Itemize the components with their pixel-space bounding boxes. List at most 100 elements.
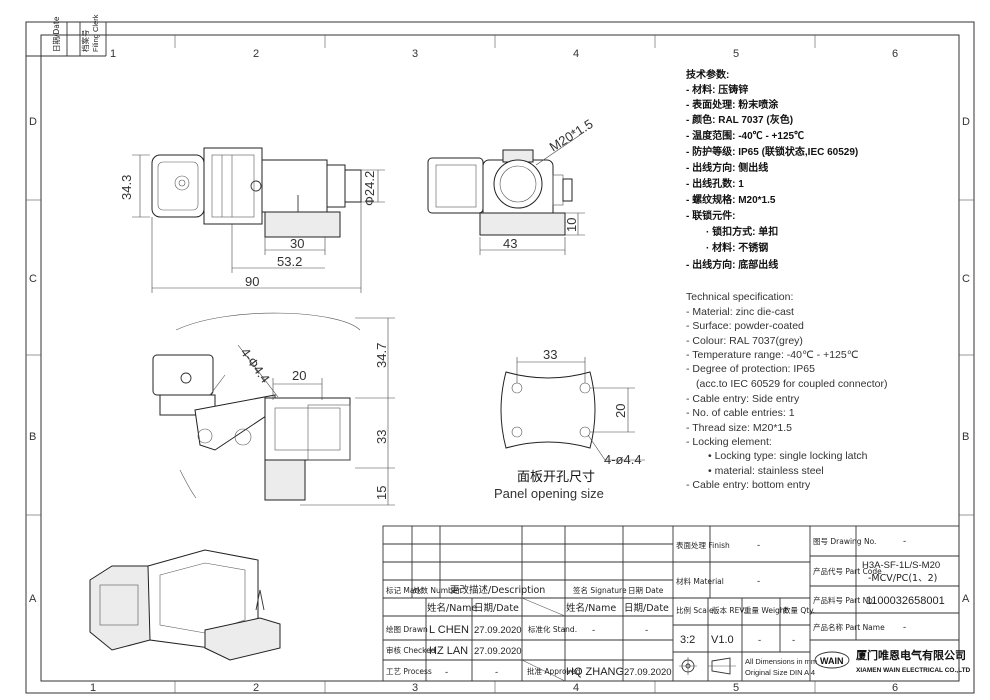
tb-mark-label: 标记 Mark — [386, 585, 423, 595]
spec-en-line-1: - Material: zinc die-cast — [686, 306, 794, 318]
tb-dims-note-1: All Dimensions in mm — [745, 657, 817, 666]
tb-company-en: XIAMEN WAIN ELECTRICAL CO.,LTD — [856, 667, 971, 674]
dim-side-height: 34.3 — [119, 175, 134, 200]
spec-cn-line-1: - 材料: 压铸锌 — [686, 83, 748, 96]
zone-top-3: 3 — [412, 48, 418, 60]
tb-rev-label: 版本 REV. — [712, 605, 746, 615]
tb-weight-value: - — [758, 635, 761, 646]
tb-number-label: 处数 Number — [413, 585, 461, 595]
dim-lower-h3: 15 — [374, 486, 389, 500]
tb-rev-value: V1.0 — [711, 634, 734, 646]
spec-en-line-6: (acc.to IEC 60529 for coupled connector) — [696, 378, 887, 390]
zone-right-b: B — [962, 431, 969, 443]
front-thread-callout: M20*1.5 — [547, 116, 596, 154]
zone-bottom-1: 1 — [90, 682, 96, 694]
spec-cn-line-11: · 材料: 不锈钢 — [706, 241, 768, 254]
tb-part-no-label: 产品料号 Part No. — [813, 595, 875, 605]
spec-en-line-8: - No. of cable entries: 1 — [686, 407, 795, 419]
tb-stand-label: 标准化 Stand. — [528, 624, 577, 634]
zone-right-d: D — [962, 116, 970, 128]
tb-process-label: 工艺 Process — [386, 667, 432, 676]
zone-bottom-6: 6 — [892, 682, 898, 694]
zone-bottom-3: 3 — [412, 682, 418, 694]
tb-date-label: 日期 Date — [628, 586, 664, 595]
tb-process-date: - — [495, 667, 498, 678]
tb-qty-label: 数量 Qty. — [783, 605, 815, 615]
dim-panel-holes: 4-ø4.4 — [604, 452, 642, 467]
margin-date-label: 日期/Date — [52, 16, 61, 52]
tb-scale-label: 比例 Scale — [676, 605, 714, 615]
spec-en-line-3: - Colour: RAL 7037(grey) — [686, 335, 803, 347]
tb-approved-name: HQ ZHANG — [566, 666, 624, 678]
dim-lower-h1: 34.7 — [374, 343, 389, 368]
spec-cn-line-10: · 锁扣方式: 单扣 — [706, 225, 778, 238]
dim-lower-holes: 4-Ф4.4 — [238, 345, 273, 386]
tb-company-cn: 厦门唯恩电气有限公司 — [856, 648, 966, 662]
tb-qty-value: - — [792, 635, 795, 646]
tb-description-label: 更改描述/Description — [450, 584, 545, 596]
projection-symbol — [679, 657, 736, 675]
tb-drawing-no-value: - — [903, 536, 906, 547]
side-view-drawing — [151, 147, 362, 238]
zone-left-d: D — [29, 116, 37, 128]
dim-panel-width: 33 — [543, 347, 557, 362]
dim-side-width-small: 30 — [290, 236, 304, 251]
zone-top-2: 2 — [253, 48, 259, 60]
technical-spec-en: Technical specification: - Material: zin… — [686, 291, 887, 491]
tb-checked-label: 审核 Checked — [386, 645, 436, 655]
dim-front-height: 10 — [564, 218, 579, 232]
spec-en-line-13: - Cable entry: bottom entry — [686, 479, 811, 491]
tb-finish-value: - — [757, 540, 760, 551]
margin-filing-cn: 档案号 — [80, 30, 90, 53]
zone-right-c: C — [962, 273, 970, 285]
spec-cn-line-8: - 螺纹规格: M20*1.5 — [686, 193, 776, 206]
spec-cn-line-12: - 出线方向: 底部出线 — [686, 258, 778, 271]
spec-en-line-0: Technical specification: — [686, 291, 793, 303]
panel-cutout-drawing — [500, 371, 596, 449]
spec-en-line-11: • Locking type: single locking latch — [708, 450, 868, 462]
spec-en-line-2: - Surface: powder-coated — [686, 320, 804, 332]
zone-top-4: 4 — [573, 48, 579, 60]
spec-cn-line-2: - 表面处理: 粉末喷涂 — [686, 98, 779, 111]
zone-top-6: 6 — [892, 48, 898, 60]
dim-side-width-total: 90 — [245, 274, 259, 289]
spec-cn-line-7: - 出线孔数: 1 — [686, 177, 744, 190]
tb-checked-name: HZ LAN — [429, 645, 468, 657]
dim-panel-height: 20 — [613, 404, 628, 418]
spec-cn-line-0: 技术参数: — [686, 68, 729, 81]
tb-part-name-value: - — [903, 622, 906, 633]
tb-weight-label: 重量 Weight — [744, 606, 788, 615]
spec-cn-line-3: - 颜色: RAL 7037 (灰色) — [686, 113, 793, 126]
tb-material-value: - — [757, 576, 760, 587]
tb-drawn-label: 绘图 Drawn — [386, 624, 428, 634]
spec-en-line-4: - Temperature range: -40℃ - +125℃ — [686, 349, 859, 361]
tb-stand-name: - — [592, 625, 595, 636]
tb-part-code-label: 产品代号 Part Code — [813, 566, 882, 576]
tb-drawn-name: L CHEN — [429, 624, 469, 636]
spec-en-line-10: - Locking element: — [686, 436, 772, 448]
zone-bottom-2: 2 — [253, 682, 259, 694]
zone-left-c: C — [29, 273, 37, 285]
tb-name-header-2: 姓名/Name — [566, 602, 616, 614]
tb-part-code-value-1: H3A-SF-1L/S-M20 — [862, 560, 940, 571]
dim-front-width: 43 — [503, 236, 517, 251]
zone-ticks — [26, 35, 974, 693]
tb-approved-label: 批准 Approved — [527, 666, 581, 676]
tb-part-code-value-2: -MCV/PC(1、2) — [868, 573, 937, 584]
tb-name-header: 姓名/Name — [427, 602, 477, 614]
dim-side-width-mid: 53.2 — [277, 254, 302, 269]
spec-cn-line-9: - 联锁元件: — [686, 209, 735, 222]
tb-part-name-label: 产品名称 Part Name — [813, 622, 885, 632]
tb-checked-date: 27.09.2020 — [474, 646, 522, 657]
spec-cn-line-4: - 温度范围: -40℃ - +125℃ — [686, 129, 804, 142]
panel-title-en: Panel opening size — [494, 486, 604, 501]
spec-en-line-5: - Degree of protection: IP65 — [686, 363, 815, 375]
company-logo: WAIN — [814, 651, 850, 669]
zone-labels: 1 2 3 4 5 6 1 2 3 4 5 6 A B C D A B C D — [29, 48, 970, 694]
zone-top-5: 5 — [733, 48, 739, 60]
spec-en-line-7: - Cable entry: Side entry — [686, 393, 800, 405]
spec-en-line-12: • material: stainless steel — [708, 465, 824, 477]
zone-bottom-5: 5 — [733, 682, 739, 694]
margin-filing-en: Filing Clerk — [91, 14, 100, 52]
